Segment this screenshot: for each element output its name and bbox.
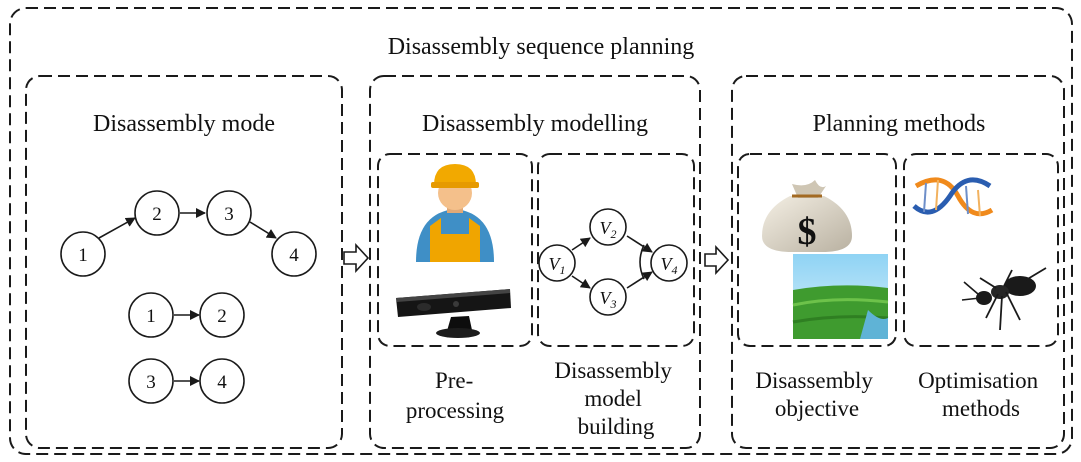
optimisation-frame [903, 153, 1059, 347]
mode-panel: Disassembly mode 1 2 3 4 1 2 [25, 75, 343, 449]
and-relation-arc [639, 244, 645, 280]
preprocessing-label: Pre- processing [406, 368, 505, 423]
optimisation-label: Optimisation methods [918, 368, 1044, 421]
graph-node: V1 [538, 244, 576, 282]
dna-helix-icon [912, 177, 994, 217]
seq-node: 2 [134, 190, 180, 236]
methods-panel-title: Planning methods [813, 111, 986, 137]
mode-panel-frame [25, 75, 343, 449]
graph-edge-v1-v3 [571, 275, 591, 289]
modelling-panel-title: Disassembly modelling [422, 111, 648, 137]
graph-edge-v2-v4 [626, 235, 653, 253]
objective-frame [737, 153, 897, 347]
model-building-frame [537, 153, 695, 347]
pair-node: 3 [128, 358, 174, 404]
modelling-panel: Disassembly modelling Pre- processing [369, 75, 701, 449]
objective-label: Disassembly objective [755, 368, 878, 421]
pair-node: 1 [128, 292, 174, 338]
seq-node: 4 [271, 231, 317, 277]
pair-node: 2 [199, 292, 245, 338]
flow-arrow-1 [343, 242, 370, 274]
svg-text:1: 1 [146, 306, 156, 327]
model-building-label: Disassembly model building [554, 358, 677, 439]
svg-text:4: 4 [289, 245, 299, 266]
methods-panel: Planning methods $ Disassembly objective [731, 75, 1065, 449]
svg-text:2: 2 [217, 306, 227, 327]
flow-arrow-2 [704, 244, 730, 276]
svg-text:2: 2 [152, 204, 162, 225]
svg-text:V2: V2 [600, 218, 617, 241]
green-field-icon [792, 254, 889, 339]
graph-edge-v1-v2 [571, 237, 591, 251]
seq-edge-3-4 [249, 221, 277, 239]
modelling-panel-frame [369, 75, 701, 449]
svg-text:V1: V1 [549, 254, 566, 277]
dollar-sign: $ [798, 211, 817, 253]
graph-edge-v3-v4 [626, 271, 653, 289]
seq-edge-1-2 [98, 217, 136, 239]
svg-text:V3: V3 [600, 288, 617, 311]
ant-icon [961, 267, 1047, 331]
svg-text:4: 4 [217, 372, 227, 393]
outer-frame [9, 7, 1073, 455]
svg-text:3: 3 [146, 372, 156, 393]
mode-panel-title: Disassembly mode [93, 111, 275, 137]
svg-text:V4: V4 [661, 254, 678, 277]
svg-text:3: 3 [224, 204, 234, 225]
kinect-sensor-icon [396, 289, 511, 338]
money-bag-icon: $ [762, 180, 852, 253]
graph-node: V4 [650, 244, 688, 282]
diagram-title: Disassembly sequence planning [388, 34, 695, 60]
preprocessing-frame [377, 153, 533, 347]
graph-node: V3 [589, 278, 627, 316]
worker-icon [416, 164, 494, 262]
pair-node: 4 [199, 358, 245, 404]
seq-node: 1 [60, 231, 106, 277]
methods-panel-frame [731, 75, 1065, 449]
seq-node: 3 [206, 190, 252, 236]
svg-text:1: 1 [78, 245, 88, 266]
graph-node: V2 [589, 208, 627, 246]
